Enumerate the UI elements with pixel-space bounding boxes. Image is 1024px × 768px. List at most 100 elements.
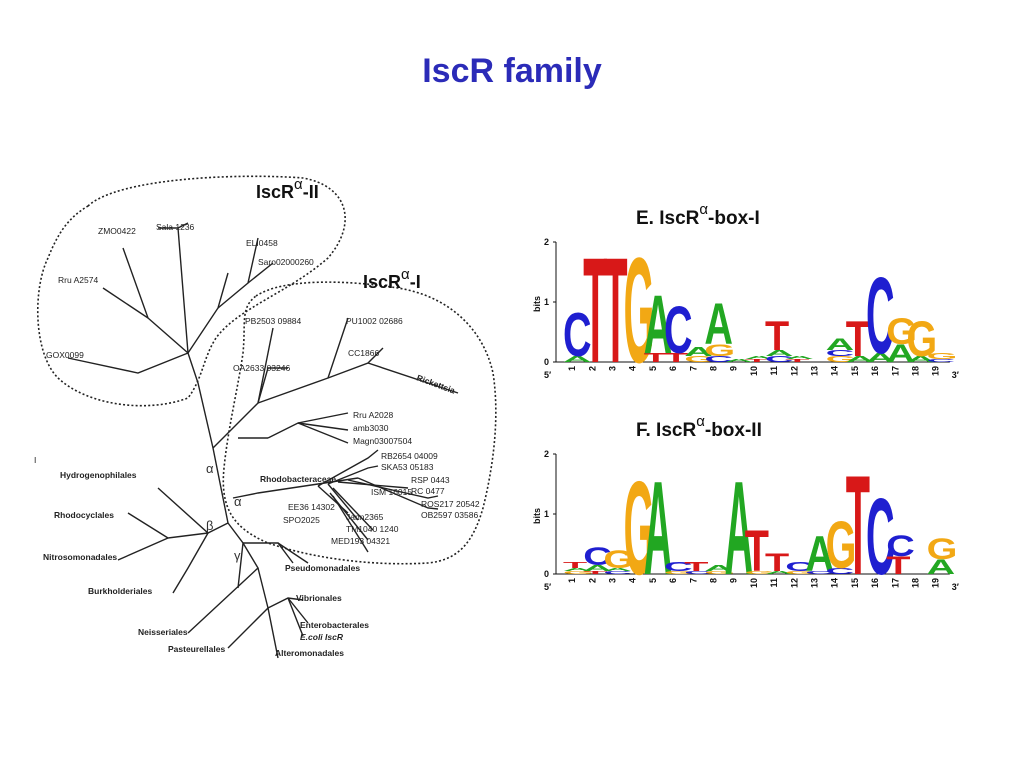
position-label: 10 — [749, 578, 759, 588]
leaf-label: OA2633 03246 — [233, 363, 290, 373]
leaf-label: ZMO0422 — [98, 226, 136, 236]
logo-letter-g: G — [563, 570, 594, 575]
logo-title-sup: α — [696, 413, 705, 430]
logo-letter-g: G — [664, 570, 695, 575]
group-label-ii-base: IscR — [256, 182, 294, 202]
three-prime-label: 3′ — [952, 582, 959, 592]
position-label: 4 — [628, 578, 638, 583]
position-label: 16 — [870, 578, 880, 588]
position-label: 15 — [850, 578, 860, 588]
group-label-i-base: IscR — [363, 272, 401, 292]
logo-letter-g: G — [906, 311, 937, 368]
position-label: 13 — [810, 578, 820, 588]
logo-letter-a: A — [805, 526, 834, 583]
logo-title-sup: α — [699, 201, 708, 218]
position-label: 13 — [810, 366, 820, 376]
position-label: 14 — [830, 366, 840, 376]
logo-letter-a: A — [644, 278, 673, 371]
position-label: 15 — [850, 366, 860, 376]
position-label: 12 — [789, 366, 799, 376]
logo-letter-a: A — [846, 355, 875, 364]
leaf-label: PU1002 02686 — [346, 316, 403, 326]
leaf-label: Saro02000260 — [258, 257, 314, 267]
logo-letter-g: G — [704, 342, 735, 360]
logo-letter-t: T — [684, 560, 708, 574]
group-label-ii: IscRα-II — [256, 176, 319, 202]
position-label: 9 — [729, 366, 739, 371]
order-label: Vibrionales — [296, 593, 342, 603]
logo-letter-a: A — [725, 453, 754, 600]
order-label: Hydrogenophilales — [60, 470, 137, 480]
leaf-label: SKA53 05183 — [381, 462, 434, 472]
logo-letter-a: A — [704, 291, 733, 357]
y-tick-label: 0 — [544, 357, 549, 367]
group-label-i-suffix: -I — [410, 272, 421, 292]
logo-letter-g: G — [704, 570, 735, 575]
leaf-label: RC 0477 — [411, 486, 445, 496]
position-label: 7 — [688, 366, 698, 371]
logo-letter-g: G — [624, 453, 655, 600]
logo-title: F. IscRα-box-II — [636, 413, 762, 441]
logo-letter-a: A — [745, 355, 774, 360]
family-label-rhodobacteraceae: Rhodobacteraceae — [260, 474, 336, 484]
position-label: 16 — [870, 366, 880, 376]
y-tick-label: 0 — [544, 569, 549, 579]
logo-letter-c: C — [866, 477, 895, 598]
logo-letter-c: C — [927, 358, 956, 363]
position-label: 2 — [587, 578, 597, 583]
tree-branches — [67, 222, 459, 659]
leaf-label: Rru A2574 — [58, 275, 98, 285]
logo-letter-c: C — [603, 570, 632, 575]
order-label: Rhodocyclales — [54, 510, 114, 520]
logo-letter-g: G — [927, 534, 958, 566]
order-label: Pasteurellales — [168, 644, 225, 654]
logo-letter-t: T — [745, 518, 769, 584]
position-label: 2 — [587, 366, 597, 371]
group-label-ii-suffix: -II — [303, 182, 319, 202]
logo-letter-a: A — [684, 345, 713, 359]
logo-title-base: F. IscR — [636, 420, 696, 441]
position-label: 6 — [668, 366, 678, 371]
position-label: 1 — [567, 578, 577, 583]
three-prime-label: 3′ — [952, 370, 959, 380]
logo-letter-c: C — [805, 570, 834, 575]
order-label: Burkholderiales — [88, 586, 153, 596]
logo-title-base: E. IscR — [636, 208, 700, 229]
group-label-i: IscRα-I — [363, 266, 421, 292]
logo-letter-c: C — [583, 543, 612, 571]
alpha-marker: α — [206, 461, 214, 476]
position-label: 11 — [769, 578, 779, 588]
logo-letter-t: T — [765, 549, 789, 577]
leaf-label: ROS217 20542 — [421, 499, 480, 509]
logo-letter-t: T — [583, 570, 607, 575]
logo-letter-c: C — [664, 560, 693, 574]
logo-letter-t: T — [644, 351, 668, 365]
beta-marker: β — [206, 518, 213, 533]
logo-letter-c: C — [785, 560, 814, 574]
logo-letter-a: A — [866, 351, 895, 365]
position-label: 5 — [648, 366, 658, 371]
leaf-label: GOX0099 — [46, 350, 84, 360]
leaf-label: ELI0458 — [246, 238, 278, 248]
logo-letter-t: T — [846, 311, 871, 368]
position-label: 7 — [688, 578, 698, 583]
group-label-ii-sup: α — [294, 176, 303, 193]
logo-letter-g: G — [826, 355, 857, 364]
gamma-marker: γ — [234, 548, 241, 563]
y-axis-label: bits — [532, 296, 542, 312]
group-label-i-sup: α — [401, 266, 410, 283]
logo-letter-t: T — [785, 358, 809, 363]
position-label: 6 — [668, 578, 678, 583]
logo-letter-a: A — [563, 355, 592, 364]
logo-letter-c: C — [704, 355, 733, 364]
order-label: Alteromonadales — [275, 648, 344, 658]
leaf-label: CC1866 — [348, 348, 379, 358]
logo-letter-g: G — [927, 352, 958, 361]
logo-letter-a: A — [563, 567, 592, 572]
five-prime-label: 5′ — [544, 582, 551, 592]
position-label: 19 — [931, 578, 941, 588]
logo-letter-c: C — [886, 531, 915, 563]
y-tick-label: 1 — [544, 297, 549, 307]
logo-letter-c: C — [826, 349, 855, 358]
leaf-label: MED193 04321 — [331, 536, 390, 546]
